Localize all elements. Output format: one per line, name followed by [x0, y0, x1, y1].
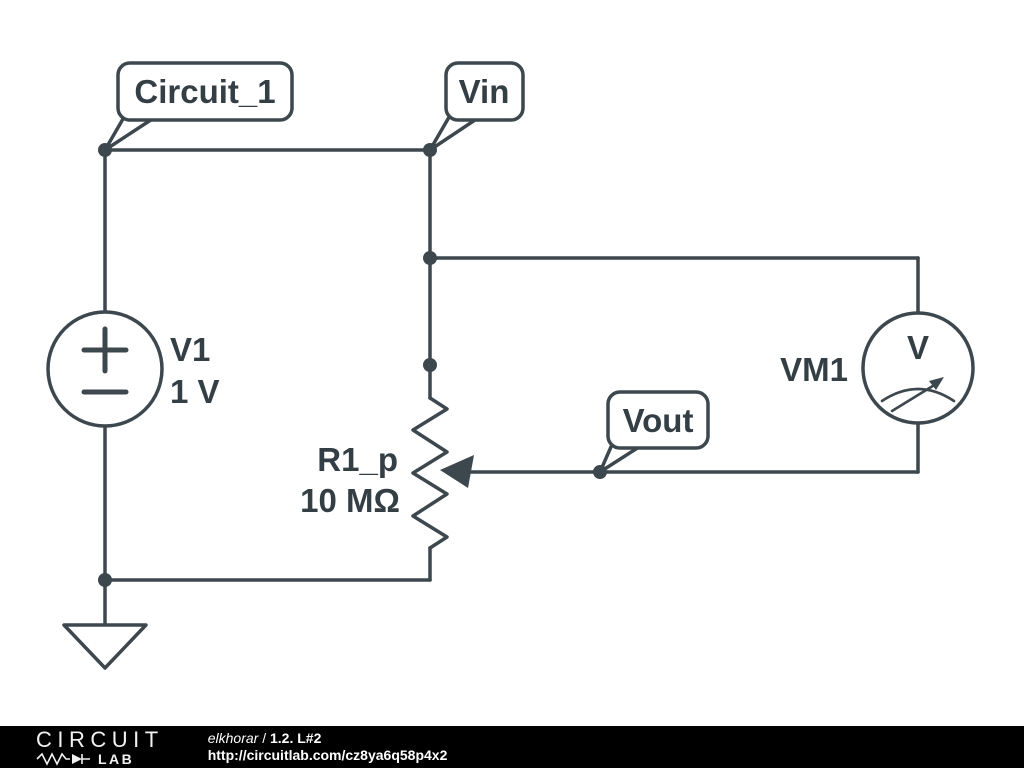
resistor-zigzag — [411, 396, 449, 550]
title-separator: / — [258, 729, 270, 746]
schematic-canvas: V1 1 V R1_p 10 MΩ V VM1 Circuit_1 — [46, 61, 975, 670]
v1-name-label: V1 — [170, 331, 210, 368]
resistor-diode-icon — [36, 751, 90, 766]
circuit1-label: Circuit_1 — [134, 73, 275, 110]
circuitlab-logo: CIRCUIT LAB — [36, 726, 164, 766]
node-dot — [98, 143, 112, 157]
callout-circuit1[interactable]: Circuit_1 — [103, 61, 294, 152]
voltmeter-letter: V — [907, 329, 929, 366]
author-name: elkhorar — [207, 729, 259, 746]
r1-name-label: R1_p — [317, 441, 398, 478]
wires — [103, 148, 920, 582]
footer-title-line: elkhorar / 1.2. L#2 — [208, 730, 448, 748]
node-dots — [98, 143, 607, 587]
callout-box — [116, 61, 294, 122]
footer-url[interactable]: http://circuitlab.com/cz8ya6q58p4x2 — [207, 747, 448, 763]
vm1-name-label: VM1 — [780, 351, 848, 388]
node-dot — [423, 251, 437, 265]
ground-triangle-icon — [62, 623, 148, 670]
node-dot — [593, 465, 607, 479]
vout-label: Vout — [623, 402, 694, 439]
callout-vin[interactable]: Vin — [428, 61, 525, 152]
meter-scale-arc — [880, 387, 956, 403]
v1-value-label: 1 V — [170, 373, 220, 410]
wiper-arrow-icon — [440, 455, 474, 488]
node-dot — [98, 573, 112, 587]
r1-value-label: 10 MΩ — [300, 482, 400, 519]
footer-meta: elkhorar / 1.2. L#2 http://circuitlab.co… — [208, 730, 448, 765]
voltmeter-vm1[interactable]: V VM1 — [780, 311, 975, 425]
plus-icon — [81, 326, 129, 374]
callout-box — [606, 390, 710, 450]
logo-text-lab: LAB — [98, 750, 135, 767]
node-dot — [423, 143, 437, 157]
logo-bottom-row: LAB — [36, 752, 164, 766]
meter-needle-arrow-icon — [929, 377, 944, 390]
ground-symbol[interactable] — [62, 578, 148, 670]
footer-bar: CIRCUIT LAB elkhorar / 1.2. L#2 http://c… — [0, 726, 1024, 768]
callout-vout[interactable]: Vout — [598, 390, 710, 474]
potentiometer-r1[interactable]: R1_p 10 MΩ — [300, 396, 602, 550]
vin-label: Vin — [459, 73, 510, 110]
meter-needle — [890, 382, 938, 413]
doc-title: 1.2. L#2 — [269, 729, 322, 746]
callout-box — [444, 61, 525, 122]
logo-text-circuit: CIRCUIT — [36, 726, 164, 752]
node-dot — [423, 358, 437, 372]
voltage-source-v1[interactable]: V1 1 V — [46, 310, 220, 428]
